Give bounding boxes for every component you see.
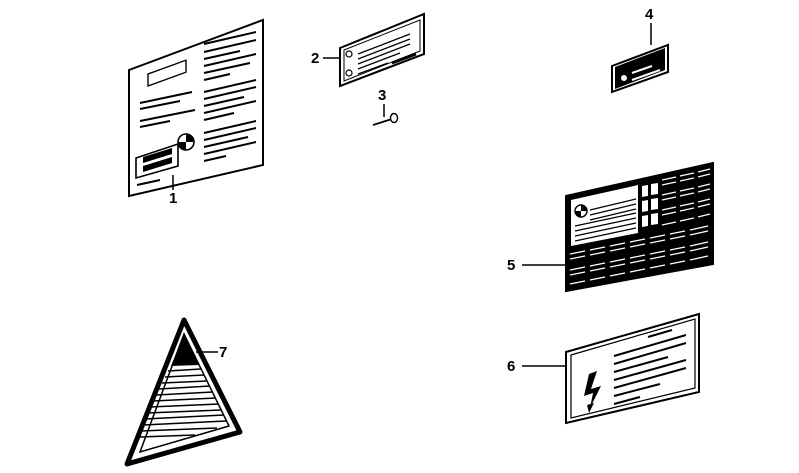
warning-triangle-part-7[interactable]: 7: [124, 317, 243, 467]
callout-2: 2: [311, 50, 319, 67]
grid-plate-part-5[interactable]: 5: [507, 161, 714, 293]
bmw-roundel-icon: [574, 204, 588, 218]
callout-4: 4: [645, 6, 654, 23]
callout-1: 1: [169, 190, 177, 207]
bmw-roundel-icon: [177, 133, 195, 151]
callout-3: 3: [378, 87, 386, 104]
warning-plate-part-6[interactable]: 6: [507, 312, 700, 425]
rivet-part-3[interactable]: 3: [372, 87, 399, 126]
type-plate-part-2[interactable]: 2: [311, 12, 425, 88]
badge-part-4[interactable]: 4: [611, 6, 669, 94]
rivet-icon: [372, 112, 399, 126]
callout-7: 7: [219, 344, 227, 361]
callout-6: 6: [507, 358, 515, 375]
callout-5: 5: [507, 257, 515, 274]
lightning-bolt-icon: [584, 371, 601, 413]
label-sheet-part-1[interactable]: 1: [128, 18, 264, 207]
